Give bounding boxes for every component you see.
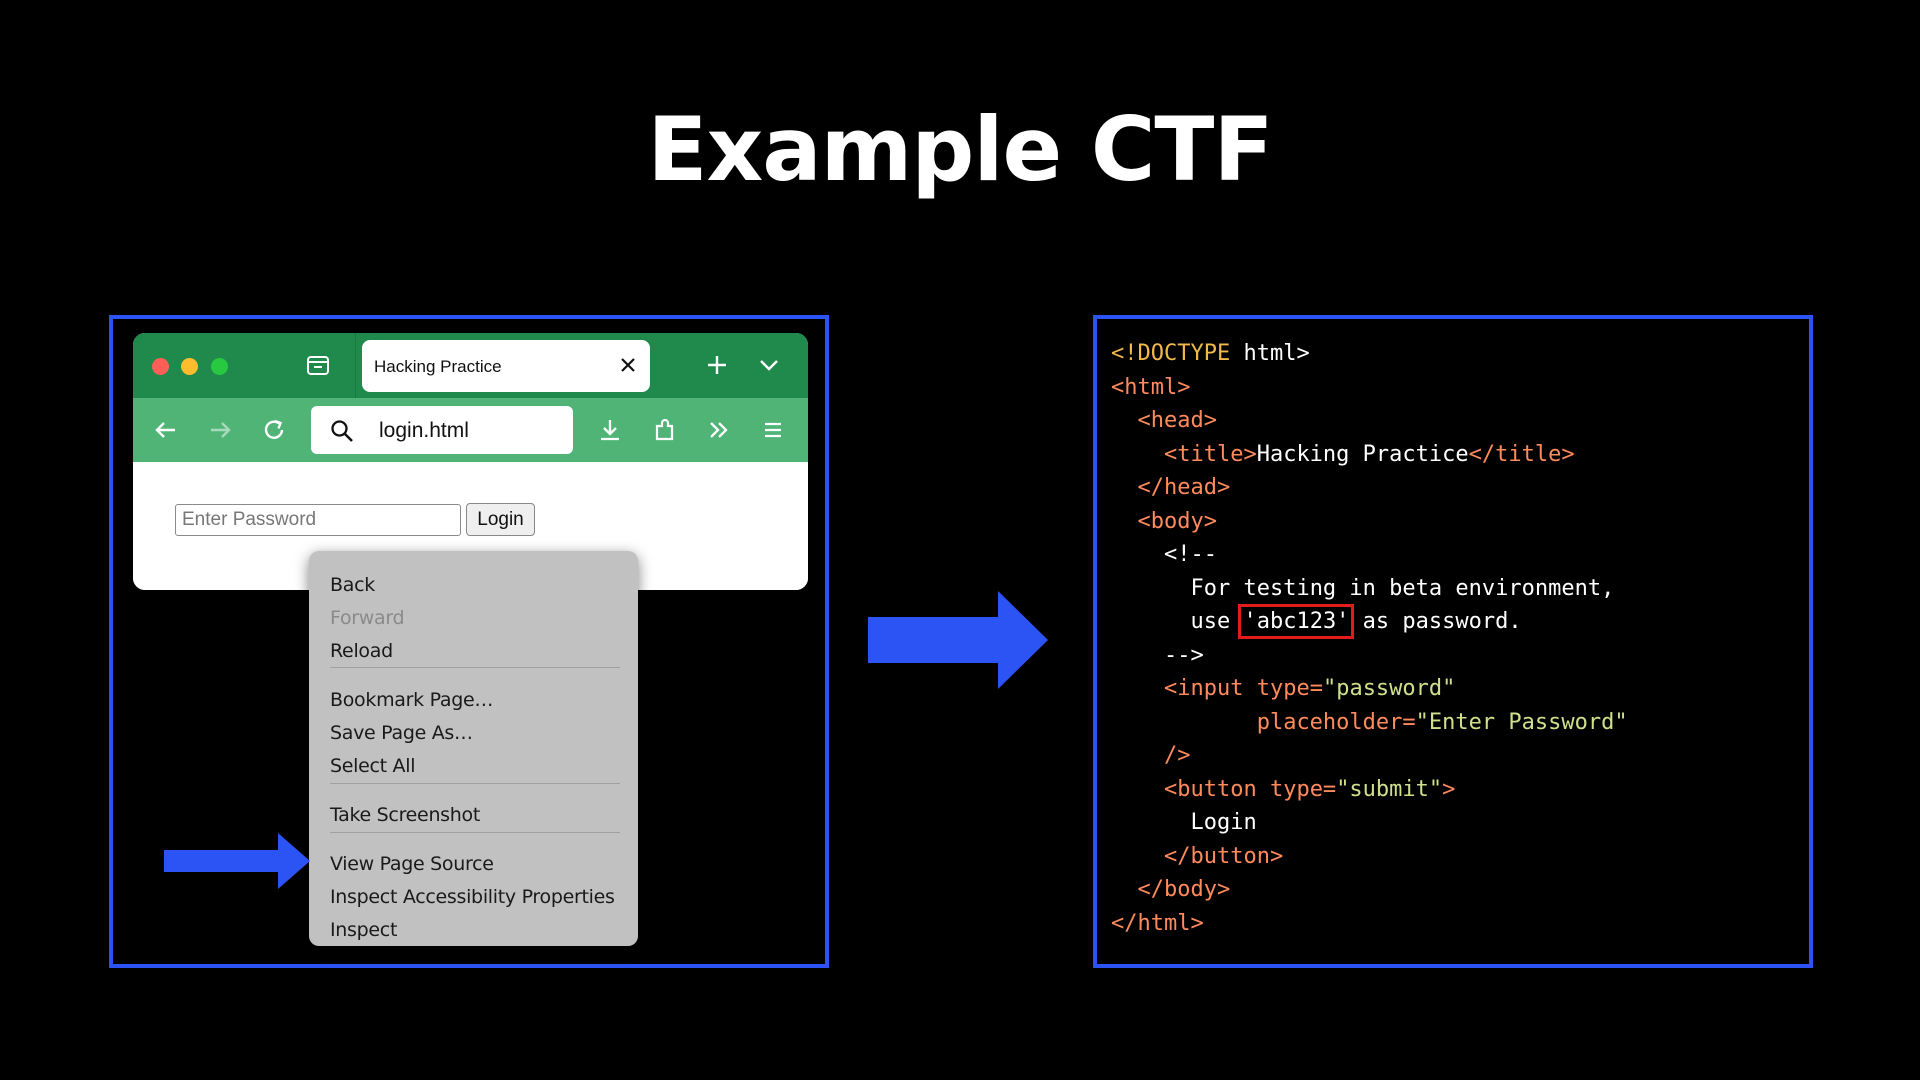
pointer-arrow-icon: [164, 833, 310, 889]
menu-item-bookmark-page[interactable]: Bookmark Page…: [330, 689, 494, 711]
context-menu: Back Forward Reload Bookmark Page… Save …: [309, 551, 638, 946]
menu-divider: [330, 832, 620, 833]
code-input-placeholder-attr: placeholder=: [1256, 709, 1416, 735]
tab-list-icon[interactable]: [304, 351, 332, 379]
minimize-window-icon[interactable]: [181, 358, 198, 375]
maximize-window-icon[interactable]: [211, 358, 228, 375]
code-comment-use: use: [1190, 609, 1244, 634]
browser-titlebar: Hacking Practice: [133, 333, 808, 398]
code-input-tag: <input: [1163, 676, 1244, 701]
overflow-icon[interactable]: [704, 415, 734, 445]
extensions-icon[interactable]: [650, 415, 680, 445]
chevron-down-icon[interactable]: [757, 353, 781, 377]
menu-item-inspect[interactable]: Inspect: [330, 919, 398, 941]
code-comment-line1: For testing in beta environment,: [1190, 575, 1615, 601]
code-input-placeholder-value: "Enter Password": [1415, 709, 1628, 735]
password-input[interactable]: [175, 504, 461, 536]
transition-arrow-icon: [868, 591, 1048, 689]
code-html-open: <html>: [1111, 374, 1191, 400]
code-button-type-attr: type=: [1269, 776, 1337, 802]
menu-item-take-screenshot[interactable]: Take Screenshot: [330, 804, 480, 826]
code-head-close: </head>: [1137, 475, 1231, 500]
tab-hacking-practice[interactable]: Hacking Practice: [362, 340, 650, 392]
close-icon[interactable]: [618, 355, 638, 375]
search-icon: [331, 420, 353, 442]
menu-item-forward[interactable]: Forward: [330, 607, 405, 629]
slide-title: Example CTF: [647, 98, 1273, 201]
code-button-type-value: "submit": [1336, 776, 1443, 802]
code-body-open: <body>: [1137, 508, 1217, 534]
menu-item-reload[interactable]: Reload: [330, 640, 393, 662]
menu-item-select-all[interactable]: Select All: [330, 755, 416, 777]
browser-screenshot-panel: Hacking Practice: [109, 315, 829, 968]
url-text: login.html: [379, 419, 469, 442]
menu-item-inspect-accessibility[interactable]: Inspect Accessibility Properties: [330, 886, 615, 908]
download-icon[interactable]: [595, 415, 625, 445]
code-title-text: Hacking Practice: [1256, 441, 1469, 467]
menu-item-save-page-as[interactable]: Save Page As…: [330, 722, 473, 744]
code-head-open: <head>: [1137, 408, 1217, 433]
code-html-close: </html>: [1111, 910, 1204, 936]
menu-item-view-page-source[interactable]: View Page Source: [330, 853, 494, 875]
code-doctype-rest: html>: [1230, 341, 1310, 366]
browser-window: Hacking Practice: [133, 333, 808, 590]
code-input-type-value: "password": [1322, 676, 1456, 701]
browser-navbar: login.html: [133, 398, 808, 462]
code-doctype: <!DOCTYPE: [1111, 341, 1231, 366]
close-window-icon[interactable]: [152, 358, 169, 375]
highlighted-password: 'abc123': [1238, 604, 1355, 639]
code-comment-close: -->: [1163, 642, 1204, 668]
code-button-tag: <button: [1163, 776, 1257, 802]
login-button[interactable]: Login: [466, 503, 535, 536]
menu-item-back[interactable]: Back: [330, 574, 375, 596]
page-source-code: <!DOCTYPE html> <html> <head> <title>Hac…: [1111, 337, 1628, 940]
reload-icon[interactable]: [259, 415, 289, 445]
code-input-close: />: [1163, 743, 1191, 768]
menu-icon[interactable]: [758, 415, 788, 445]
back-icon[interactable]: [151, 415, 181, 445]
code-input-type-attr: type=: [1256, 676, 1323, 701]
code-comment-open: <!--: [1163, 542, 1217, 567]
code-comment-tail: as password.: [1349, 609, 1522, 634]
code-title-close: </title>: [1468, 441, 1575, 467]
forward-icon[interactable]: [205, 415, 235, 445]
url-bar[interactable]: login.html: [311, 406, 573, 454]
menu-divider: [330, 783, 620, 784]
code-button-gt: >: [1442, 776, 1456, 802]
tab-title: Hacking Practice: [374, 357, 502, 376]
menu-divider: [330, 667, 620, 668]
code-button-close: </button>: [1163, 843, 1284, 869]
new-tab-icon[interactable]: [703, 351, 731, 379]
code-button-text: Login: [1190, 810, 1257, 835]
code-title-open: <title>: [1163, 441, 1257, 467]
source-code-panel: <!DOCTYPE html> <html> <head> <title>Hac…: [1093, 315, 1813, 968]
code-body-close: </body>: [1137, 877, 1231, 902]
